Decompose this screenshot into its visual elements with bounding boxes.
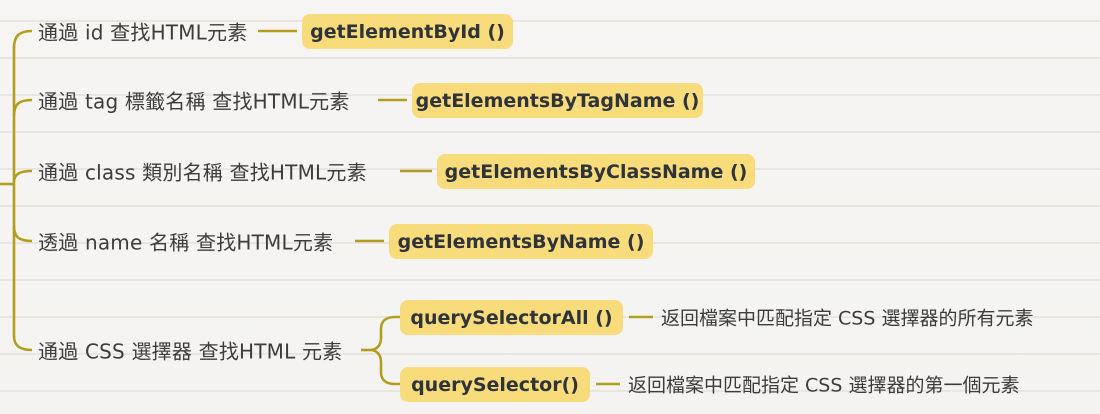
method-node-getelementsbytagname[interactable]: getElementsByTagName ()	[412, 83, 703, 118]
branch-label-id[interactable]: 通過 id 查找HTML元素	[38, 20, 248, 45]
description-queryselector[interactable]: 返回檔案中匹配指定 CSS 選擇器的第一個元素	[628, 374, 1020, 397]
method-node-getelementsbyclassname[interactable]: getElementsByClassName ()	[437, 154, 755, 189]
branch-label-css-selector[interactable]: 通過 CSS 選擇器 查找HTML 元素	[38, 339, 343, 364]
branch-label-class[interactable]: 通過 class 類別名稱 查找HTML元素	[38, 160, 367, 185]
branch-label-name[interactable]: 透過 name 名稱 查找HTML元素	[38, 230, 334, 255]
method-node-queryselectorall[interactable]: querySelectorAll ()	[400, 300, 623, 335]
method-node-getelementbyid[interactable]: getElementById ()	[302, 14, 513, 49]
method-node-queryselector[interactable]: querySelector()	[400, 367, 590, 402]
branch-curve-3	[12, 169, 33, 183]
branch-label-tag[interactable]: 通過 tag 標籤名稱 查找HTML元素	[38, 89, 350, 114]
branch-curve-4	[12, 225, 33, 243]
split-curve-up	[369, 315, 400, 352]
method-node-getelementsbyname[interactable]: getElementsByName ()	[389, 224, 653, 259]
branch-curve-1	[12, 29, 33, 49]
split-curve-down	[369, 348, 400, 386]
branch-curve-5	[12, 335, 33, 352]
branch-curve-2	[12, 98, 33, 117]
description-queryselectorall[interactable]: 返回檔案中匹配指定 CSS 選擇器的所有元素	[661, 307, 1034, 330]
